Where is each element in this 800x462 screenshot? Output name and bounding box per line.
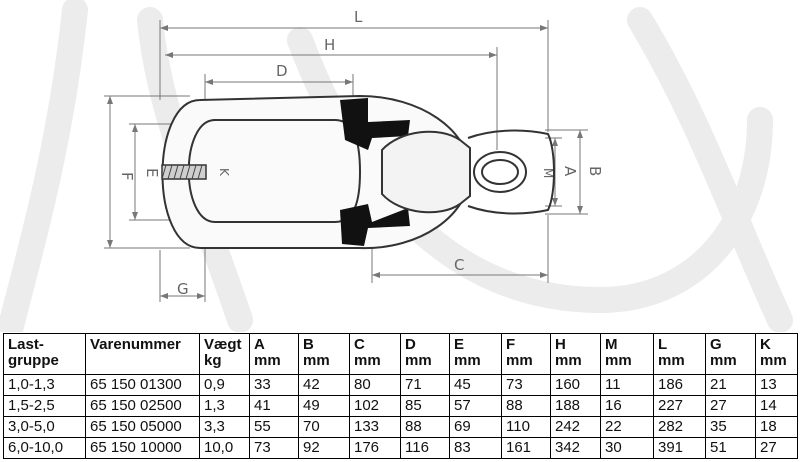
table-cell: 33: [249, 374, 299, 396]
table-cell: 10,0: [199, 437, 250, 459]
table-cell: 227: [653, 395, 706, 417]
table-cell: 55: [249, 416, 299, 438]
dim-label-M: M: [541, 168, 555, 178]
table-cell: 27: [755, 437, 798, 459]
column-header: Varenummer: [85, 333, 200, 375]
table-cell: 242: [550, 416, 601, 438]
table-cell: 88: [400, 416, 450, 438]
table-cell: 65 150 02500: [85, 395, 200, 417]
table-cell: 161: [501, 437, 551, 459]
table-cell: 92: [298, 437, 350, 459]
table-cell: 49: [298, 395, 350, 417]
table-cell: 41: [249, 395, 299, 417]
table-cell: 80: [349, 374, 401, 396]
table-cell: 188: [550, 395, 601, 417]
table-cell: 3,3: [199, 416, 250, 438]
table-cell: 51: [705, 437, 756, 459]
table-cell: 6,0-10,0: [3, 437, 86, 459]
threaded-stud: [161, 164, 207, 180]
section-cut: [340, 98, 410, 246]
table-cell: 16: [600, 395, 654, 417]
dim-label-L: L: [354, 8, 363, 26]
table-cell: 65 150 10000: [85, 437, 200, 459]
table-cell: 342: [550, 437, 601, 459]
table-cell: 69: [449, 416, 502, 438]
dim-label-K: K: [217, 168, 231, 177]
table-cell: 27: [705, 395, 756, 417]
table-cell: 14: [755, 395, 798, 417]
table-cell: 3,0-5,0: [3, 416, 86, 438]
table-cell: 186: [653, 374, 706, 396]
table-cell: 85: [400, 395, 450, 417]
technical-drawing: L H D C G F E K M A B: [0, 0, 793, 332]
table-cell: 35: [705, 416, 756, 438]
table-cell: 160: [550, 374, 601, 396]
dim-label-A: A: [561, 166, 579, 177]
table-cell: 18: [755, 416, 798, 438]
table-cell: 70: [298, 416, 350, 438]
table-cell: 0,9: [199, 374, 250, 396]
table-cell: 42: [298, 374, 350, 396]
table-cell: 30: [600, 437, 654, 459]
dim-label-D: D: [276, 62, 288, 80]
swivel-eye: [381, 129, 555, 215]
dim-label-G: G: [177, 280, 189, 298]
table-cell: 133: [349, 416, 401, 438]
table-cell: 65 150 01300: [85, 374, 200, 396]
table-cell: 13: [755, 374, 798, 396]
table-cell: 1,5-2,5: [3, 395, 86, 417]
table-cell: 116: [400, 437, 450, 459]
table-cell: 88: [501, 395, 551, 417]
dim-label-F: F: [118, 172, 136, 181]
table-cell: 102: [349, 395, 401, 417]
table-cell: 73: [249, 437, 299, 459]
table-cell: 57: [449, 395, 502, 417]
table-cell: 83: [449, 437, 502, 459]
table-cell: 11: [600, 374, 654, 396]
dim-label-B: B: [586, 166, 604, 176]
table-cell: 110: [501, 416, 551, 438]
table-cell: 73: [501, 374, 551, 396]
dim-label-H: H: [324, 36, 335, 54]
dim-label-E: E: [143, 168, 161, 177]
table-cell: 1,0-1,3: [3, 374, 86, 396]
dimension-arrows: [107, 25, 583, 299]
table-cell: 282: [653, 416, 706, 438]
table-cell: 176: [349, 437, 401, 459]
table-cell: 22: [600, 416, 654, 438]
table-cell: 391: [653, 437, 706, 459]
table-cell: 1,3: [199, 395, 250, 417]
dim-label-C: C: [454, 256, 464, 274]
table-cell: 71: [400, 374, 450, 396]
column-header: Last-gruppe: [3, 333, 86, 375]
table-cell: 21: [705, 374, 756, 396]
table-cell: 65 150 05000: [85, 416, 200, 438]
table-cell: 45: [449, 374, 502, 396]
